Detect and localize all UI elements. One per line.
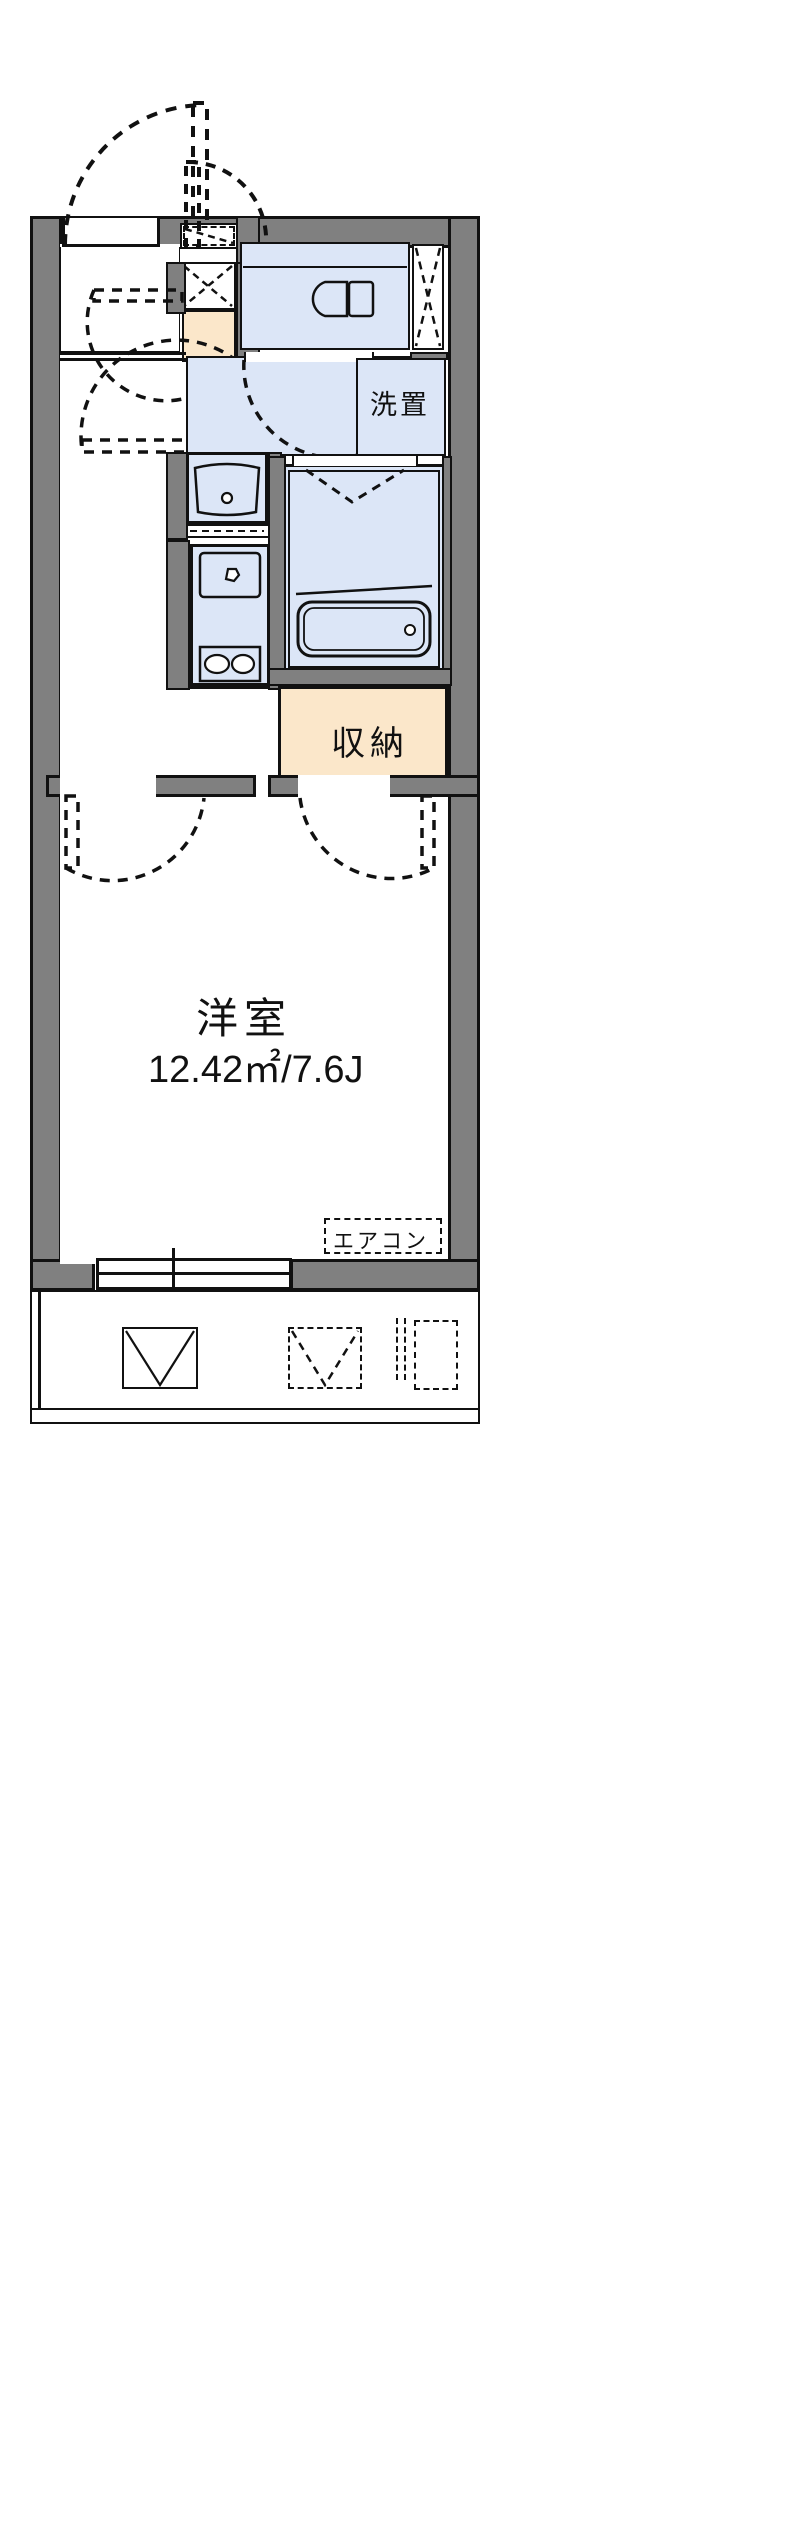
wall-kitchen-left <box>166 452 188 540</box>
toilet-bowl-icon <box>303 280 375 318</box>
main-room-name-label: 洋室 <box>196 994 293 1043</box>
main-room-size-label: 12.42㎡/7.6J <box>148 1049 364 1091</box>
balcony-pipe-mark <box>396 1318 406 1380</box>
wall-exterior-left <box>30 216 62 1291</box>
shoe-box-inner-dash <box>183 226 235 246</box>
bathtub-icon <box>294 580 436 662</box>
kitchen-front-edge <box>188 683 272 689</box>
wall-bath-right <box>442 456 452 682</box>
main-room-door-1-swing-arc <box>58 792 208 883</box>
shoe-box-diagonal <box>183 226 235 246</box>
balcony-unit-dashed <box>288 1327 362 1389</box>
wall-exterior-bottom-left <box>30 1259 95 1291</box>
wall-exterior-bottom-right <box>290 1259 480 1291</box>
wall-corridor-right <box>410 352 448 360</box>
wall-bath-left <box>268 456 286 682</box>
toilet-room-inner-line <box>243 266 407 268</box>
wall-hall-divider <box>60 352 186 355</box>
entrance-door-threshold <box>62 244 160 247</box>
main-room <box>62 797 448 1259</box>
balcony-inner-line-left <box>38 1290 41 1410</box>
balcony-window-center-mark <box>172 1248 175 1300</box>
balcony-unit-solid-v-icon <box>124 1329 196 1388</box>
entrance-door-opening <box>62 218 160 246</box>
outdoor-unit-box <box>414 1320 458 1390</box>
storage-closet <box>278 686 448 778</box>
wash-basin-bowl-icon <box>192 458 262 518</box>
meter-box-x-icon <box>182 264 234 308</box>
wall-kitchen-lower-left <box>166 540 190 690</box>
wall-exterior-right <box>448 216 480 1291</box>
pipe-shaft-x-icon <box>414 246 442 348</box>
bathroom-door-opening <box>292 456 418 466</box>
wall-bath-bottom <box>268 668 452 686</box>
hall-door-1-swing-arc <box>85 288 242 403</box>
balcony <box>30 1290 480 1420</box>
balcony-unit-solid <box>122 1327 198 1389</box>
pipe-shaft-box <box>412 244 444 350</box>
stove-two-burner-icon <box>198 645 262 683</box>
bathroom-inner-outline <box>288 470 440 668</box>
kitchen-sink-icon <box>198 551 262 599</box>
wall-hall-divider-2 <box>60 358 240 361</box>
main-room-door-2-swing-arc <box>296 792 442 881</box>
balcony-outer-ledge <box>30 1408 480 1424</box>
bathroom-door-fold-arc <box>300 468 410 508</box>
wash-basin-counter-dash <box>190 527 264 535</box>
genkan-inner-door-swing-arc <box>178 157 274 249</box>
laundry-label: 洗置 <box>370 390 430 421</box>
genkan-tile <box>182 310 236 362</box>
balcony-window-mullion <box>96 1272 292 1275</box>
storage-label: 収納 <box>331 724 409 764</box>
main-room-door-2-opening <box>298 775 390 797</box>
main-room-door-1-opening <box>60 775 156 797</box>
corridor-door-opening <box>244 352 374 362</box>
balcony-unit-dashed-v-icon <box>290 1329 360 1388</box>
laundry-space <box>356 358 446 456</box>
aircon-label: エアコン <box>333 1229 429 1253</box>
aircon-box <box>324 1218 442 1254</box>
